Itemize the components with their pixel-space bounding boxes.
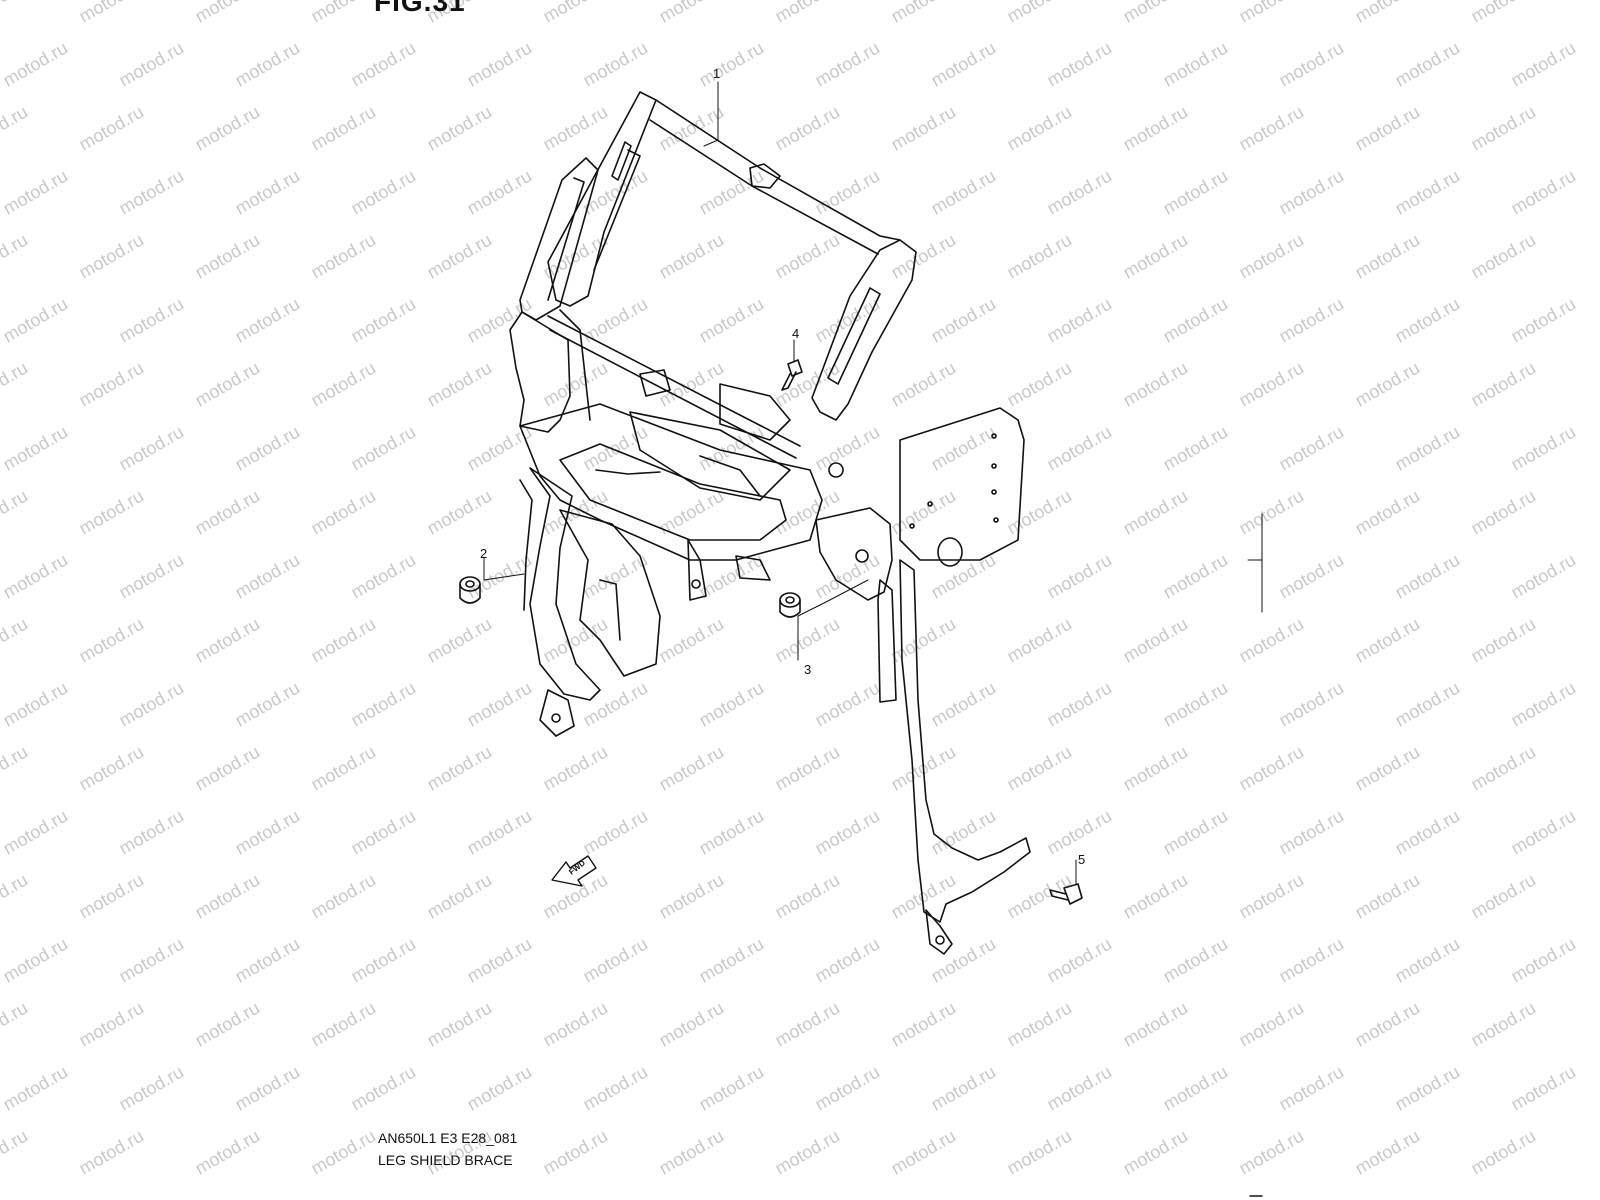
part-4-bolt (781, 359, 803, 391)
callout-4: 4 (792, 326, 800, 341)
caption-part-name: LEG SHIELD BRACE (378, 1152, 513, 1168)
callout-3: 3 (804, 662, 812, 677)
part-1-leg-shield-brace (509, 91, 1031, 955)
callout-2: 2 (480, 546, 488, 561)
callout-5: 5 (1078, 852, 1086, 867)
caption-model-code: AN650L1 E3 E28_081 (378, 1130, 518, 1146)
fwd-arrow-icon (551, 855, 597, 887)
margin-marker (1247, 513, 1263, 613)
part-5-bolt (1049, 883, 1083, 905)
part-2-grommet (459, 576, 481, 604)
figure-title: FIG.31 (374, 0, 466, 17)
leader-lines (483, 81, 1077, 885)
part-3-grommet (779, 592, 801, 618)
callout-1: 1 (713, 66, 721, 81)
